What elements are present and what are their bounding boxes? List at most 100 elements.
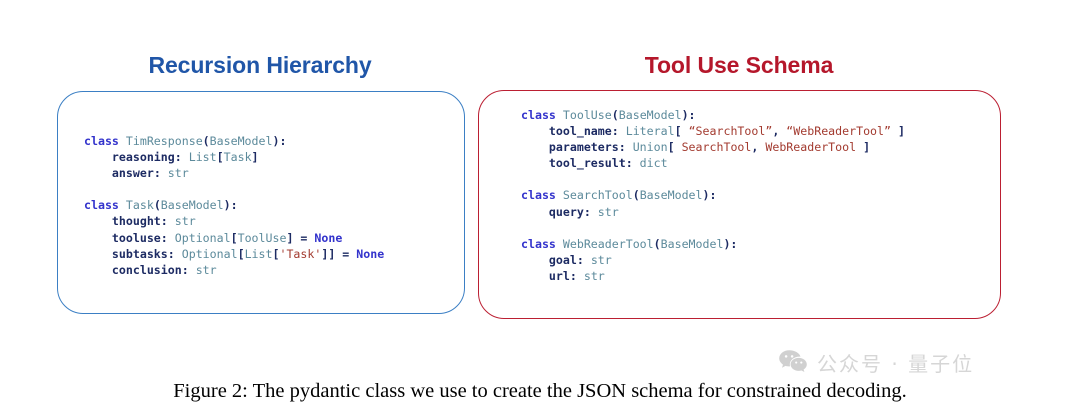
code-line: class SearchTool(BaseModel):: [521, 187, 905, 203]
wechat-bubbles-icon: [778, 349, 808, 378]
code-token: [84, 166, 112, 180]
code-token: BaseModel: [660, 236, 724, 251]
code-token: ]: [251, 150, 259, 165]
code-token: ]] =: [321, 246, 357, 261]
code-line: reasoning: List[Task]: [84, 149, 384, 165]
code-token: dict: [639, 156, 668, 171]
code-token: parameters: [548, 140, 619, 155]
code-line: [521, 171, 905, 187]
code-token: :: [167, 246, 182, 261]
code-token: class: [84, 134, 126, 148]
code-token: [521, 156, 549, 170]
code-token: [521, 124, 549, 138]
code-token: [84, 263, 112, 277]
code-token: :: [160, 214, 175, 229]
panel-title-recursion-hierarchy: Recursion Hierarchy: [148, 52, 372, 78]
code-token: [521, 140, 549, 154]
code-line: tool_result: dict: [521, 155, 905, 171]
code-block-tool-use-schema: class ToolUse(BaseModel): tool_name: Lit…: [521, 107, 905, 284]
code-token: :: [625, 156, 640, 171]
code-token: (: [653, 236, 661, 251]
code-token: tool_result: [548, 156, 626, 171]
code-token: ):: [223, 198, 238, 213]
code-token: ] =: [286, 230, 315, 245]
code-token: [: [230, 230, 238, 245]
code-token: List: [244, 246, 273, 261]
code-token: str: [590, 252, 612, 267]
code-token: [: [272, 246, 280, 261]
code-token: ,: [772, 124, 787, 139]
code-line: goal: str: [521, 252, 905, 268]
code-token: BaseModel: [209, 134, 273, 148]
code-token: str: [174, 214, 196, 229]
code-token: None: [356, 246, 385, 261]
code-token: (: [611, 108, 619, 122]
code-token: ]: [891, 124, 905, 139]
code-token: reasoning: [111, 150, 175, 165]
code-token: tool_name: [548, 124, 612, 139]
code-line: conclusion: str: [84, 262, 384, 278]
figure-caption: Figure 2: The pydantic class we use to c…: [173, 380, 907, 402]
code-line: parameters: Union[ SearchTool, WebReader…: [521, 139, 905, 155]
code-token: (: [153, 198, 161, 213]
code-line: [84, 181, 384, 197]
code-line: url: str: [521, 268, 905, 284]
code-token: :: [576, 252, 591, 267]
code-token: “WebReaderTool”: [786, 124, 891, 139]
code-panel-tool-use-schema: [478, 90, 1001, 319]
code-token: Literal: [625, 124, 675, 139]
code-token: [521, 269, 549, 283]
code-token: ):: [272, 134, 287, 148]
code-token: :: [174, 150, 189, 165]
code-token: (: [202, 134, 210, 148]
code-token: TimResponse: [125, 134, 203, 148]
code-token: ]: [856, 140, 871, 155]
code-token: [: [237, 246, 245, 261]
code-token: BaseModel: [160, 198, 224, 213]
code-token: [: [667, 140, 682, 155]
code-token: WebReaderTool: [562, 236, 654, 251]
code-token: str: [195, 262, 217, 277]
code-token: List: [188, 150, 217, 165]
code-line: class WebReaderTool(BaseModel):: [521, 236, 905, 252]
watermark: 公众号 · 量子位: [778, 349, 974, 378]
code-token: Task: [125, 198, 154, 213]
code-token: :: [153, 166, 168, 181]
code-token: [84, 231, 112, 245]
code-line: subtasks: Optional[List['Task']] = None: [84, 246, 384, 262]
code-token: thought: [111, 214, 161, 229]
code-token: :: [583, 204, 598, 219]
code-panel-recursion-hierarchy: [57, 91, 465, 314]
code-token: ,: [751, 140, 766, 155]
code-line: answer: str: [84, 165, 384, 181]
code-token: BaseModel: [618, 108, 682, 122]
panel-title-tool-use-schema: Tool Use Schema: [644, 52, 834, 78]
code-token: str: [597, 204, 619, 219]
code-token: None: [314, 230, 343, 245]
code-token: [: [674, 124, 689, 139]
code-token: WebReaderTool: [765, 140, 857, 155]
code-token: class: [521, 236, 563, 251]
code-token: [: [216, 150, 224, 165]
code-line: query: str: [521, 204, 905, 220]
code-token: ):: [723, 236, 738, 251]
code-token: answer: [111, 166, 154, 181]
code-token: ToolUse: [562, 108, 612, 122]
code-token: :: [181, 262, 196, 277]
code-token: goal: [548, 252, 577, 267]
code-token: BaseModel: [639, 188, 703, 203]
code-token: Union: [632, 140, 668, 155]
code-token: conclusion: [111, 262, 182, 277]
code-token: [521, 253, 549, 267]
code-token: [84, 214, 112, 228]
code-token: ToolUse: [237, 230, 287, 245]
code-token: SearchTool: [681, 140, 752, 155]
code-line: class ToolUse(BaseModel):: [521, 107, 905, 123]
code-token: Task: [223, 150, 252, 165]
code-token: str: [583, 268, 605, 283]
code-line: thought: str: [84, 213, 384, 229]
code-token: :: [611, 124, 626, 139]
code-token: [84, 247, 112, 261]
code-line: [521, 220, 905, 236]
code-token: subtasks: [111, 246, 168, 261]
